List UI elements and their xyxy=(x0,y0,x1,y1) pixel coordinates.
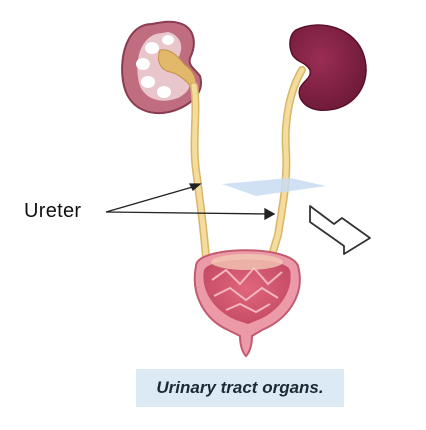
caption-box: Urinary tract organs. xyxy=(136,369,344,407)
ureter-label: Ureter xyxy=(24,200,82,222)
bladder xyxy=(193,249,301,358)
ureters xyxy=(190,66,306,266)
section-plane xyxy=(222,178,326,196)
view-direction-arrow-icon xyxy=(309,205,371,255)
left-kidney xyxy=(121,20,202,114)
ureter-leader-lines xyxy=(105,183,276,221)
caption-text: Urinary tract organs. xyxy=(156,378,324,397)
right-kidney xyxy=(289,24,367,111)
